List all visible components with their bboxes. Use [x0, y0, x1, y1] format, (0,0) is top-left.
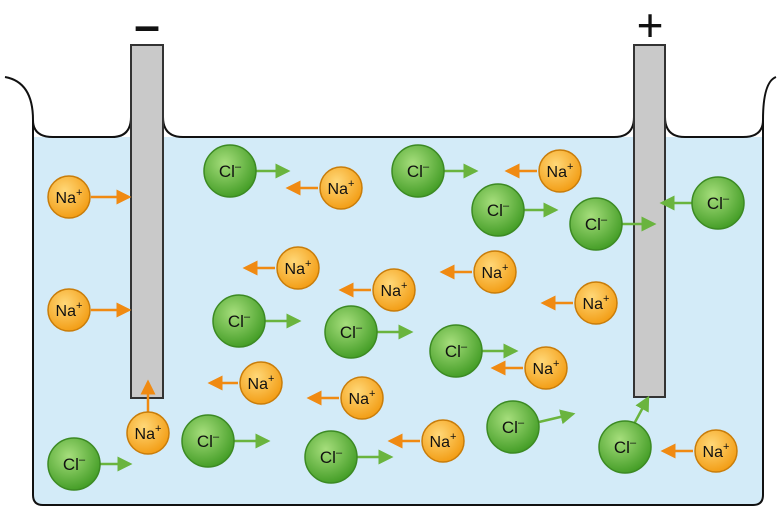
sodium-ion-label: Na+	[328, 178, 355, 198]
sodium-ion-circle	[538, 149, 582, 193]
vessel-outline	[4, 76, 777, 506]
chloride-ion-circle	[486, 400, 540, 454]
chloride-ion-circle	[391, 144, 445, 198]
chloride-ion-label: Cl–	[407, 161, 430, 181]
sodium-ion: Na+	[504, 149, 582, 193]
sodium-ion-label: Na+	[135, 423, 162, 443]
chloride-ion-label: Cl–	[585, 214, 608, 234]
negative-electrode	[130, 44, 164, 399]
chloride-ion: Cl–	[486, 400, 576, 454]
chloride-ion-circle	[304, 430, 358, 484]
sodium-ion: Na+	[285, 166, 363, 210]
sodium-ion-label: Na+	[349, 388, 376, 408]
sodium-ion: Na+	[338, 268, 416, 312]
sodium-ion-label: Na+	[703, 441, 730, 461]
sodium-ion-label: Na+	[583, 293, 610, 313]
sodium-ion: Na+	[439, 250, 517, 294]
sodium-ion-circle	[239, 361, 283, 405]
chloride-ion-circle	[691, 176, 745, 230]
sodium-ion-circle	[340, 376, 384, 420]
sodium-ion: Na+	[207, 361, 283, 405]
sodium-ion: Na+	[387, 419, 465, 463]
sodium-ion-label: Na+	[430, 431, 457, 451]
sodium-ion-circle	[524, 346, 568, 390]
sodium-ion-circle	[47, 175, 91, 219]
sodium-ion-label: Na+	[482, 262, 509, 282]
chloride-ion: Cl–	[391, 144, 479, 198]
sodium-ion-label: Na+	[285, 258, 312, 278]
chloride-ion-circle	[471, 183, 525, 237]
chloride-ion: Cl–	[659, 176, 745, 230]
sodium-ion-circle	[276, 246, 320, 290]
chloride-ion-label: Cl–	[197, 431, 220, 451]
sodium-ion-circle	[319, 166, 363, 210]
sodium-ion: Na+	[540, 281, 618, 325]
chloride-ion: Cl–	[324, 305, 414, 359]
chloride-ion-label: Cl–	[228, 311, 251, 331]
sodium-ion-circle	[126, 411, 170, 455]
sodium-ion-label: Na+	[248, 373, 275, 393]
sodium-ion-label: Na+	[56, 187, 83, 207]
sodium-ion-label: Na+	[533, 358, 560, 378]
chloride-ion: Cl–	[471, 183, 559, 237]
chloride-ion-circle	[47, 437, 101, 491]
chloride-ion: Cl–	[304, 430, 394, 484]
chloride-ion: Cl–	[203, 144, 291, 198]
ion-layer: Na+ Na+ Na+ Cl– Cl– Na+ Cl– Na+ Cl– Cl– Cl– Na+ Na+ N…	[47, 144, 745, 491]
chloride-ion-circle	[569, 197, 623, 251]
sodium-ion-label: Na+	[547, 161, 574, 181]
positive-sign: +	[637, 0, 664, 51]
chloride-ion-label: Cl–	[219, 161, 242, 181]
positive-electrode	[633, 44, 666, 398]
sodium-ion: Na+	[660, 429, 738, 473]
chloride-ion: Cl–	[181, 414, 271, 468]
sodium-ion-circle	[372, 268, 416, 312]
chloride-ion-circle	[181, 414, 235, 468]
chloride-ion-circle	[324, 305, 378, 359]
sodium-ion: Na+	[126, 379, 170, 455]
chloride-ion: Cl–	[47, 437, 133, 491]
chloride-ion-label: Cl–	[707, 193, 730, 213]
chloride-ion-label: Cl–	[502, 417, 525, 437]
chloride-ion-circle	[598, 420, 652, 474]
sodium-ion-circle	[694, 429, 738, 473]
chloride-ion-label: Cl–	[320, 447, 343, 467]
sodium-ion: Na+	[47, 175, 132, 219]
sodium-ion-label: Na+	[381, 280, 408, 300]
sodium-ion: Na+	[490, 346, 568, 390]
sodium-ion-circle	[574, 281, 618, 325]
chloride-ion-arrow	[632, 395, 650, 425]
sodium-ion: Na+	[242, 246, 320, 290]
chloride-ion-label: Cl–	[63, 454, 86, 474]
sodium-ion-circle	[47, 288, 91, 332]
negative-sign: –	[134, 0, 160, 51]
sodium-ion-label: Na+	[56, 300, 83, 320]
chloride-ion: Cl–	[212, 294, 302, 348]
chloride-ion-label: Cl–	[487, 200, 510, 220]
chloride-ion-label: Cl–	[614, 437, 637, 457]
chloride-ion-arrow	[538, 409, 576, 425]
chloride-ion: Cl–	[429, 324, 519, 378]
chloride-ion-circle	[203, 144, 257, 198]
sodium-ion-circle	[473, 250, 517, 294]
chloride-ion-circle	[212, 294, 266, 348]
sodium-ion: Na+	[306, 376, 384, 420]
chloride-ion: Cl–	[598, 395, 652, 474]
chloride-ion: Cl–	[569, 197, 657, 251]
sodium-ion: Na+	[47, 288, 132, 332]
liquid-surface	[32, 116, 764, 138]
chloride-ion-label: Cl–	[445, 341, 468, 361]
chloride-ion-label: Cl–	[340, 322, 363, 342]
sodium-ion-circle	[421, 419, 465, 463]
chloride-ion-circle	[429, 324, 483, 378]
